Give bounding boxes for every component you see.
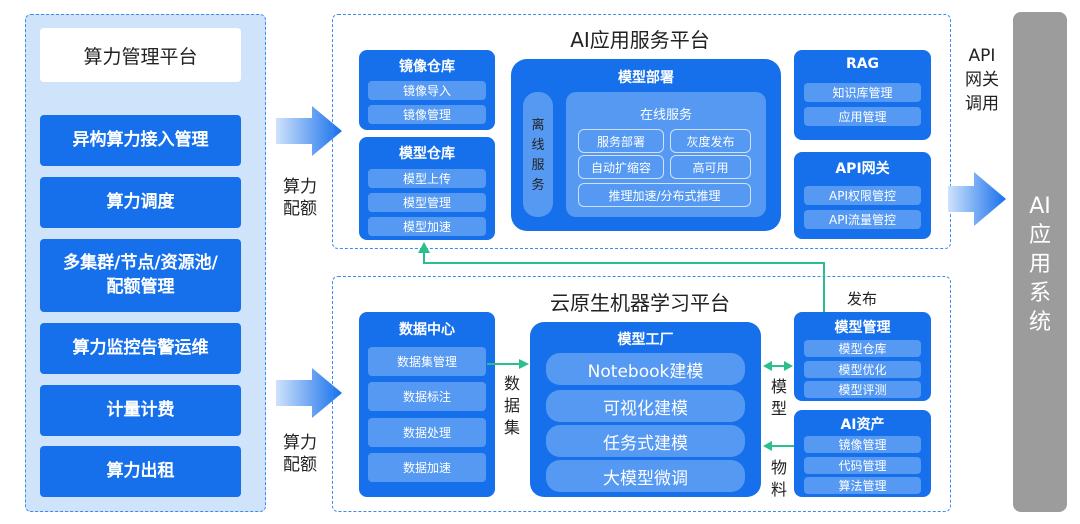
publish-connector — [423, 252, 825, 312]
rag-card: RAG 知识库管理 应用管理 — [794, 50, 931, 140]
model-repository-item[interactable]: 模型仓库 — [804, 340, 921, 357]
cluster-node-quota-button[interactable]: 多集群/节点/资源池/配额管理 — [40, 239, 241, 312]
api-gateway-call-label: API网关调用 — [962, 44, 1002, 116]
image-import-item[interactable]: 镜像导入 — [368, 81, 486, 100]
api-permission-item[interactable]: API权限管控 — [804, 186, 921, 205]
dataset-management-item[interactable]: 数据集管理 — [368, 347, 486, 376]
compute-scheduling-button[interactable]: 算力调度 — [40, 177, 241, 228]
model-repo-title: 模型仓库 — [399, 146, 455, 162]
image-management-item[interactable]: 镜像管理 — [368, 105, 486, 124]
image-repo-title: 镜像仓库 — [399, 59, 455, 75]
service-deploy-pill[interactable]: 服务部署 — [578, 129, 664, 153]
ai-assets-title: AI资产 — [840, 417, 885, 433]
image-mgmt-item[interactable]: 镜像管理 — [804, 436, 921, 453]
online-service-title: 在线服务 — [639, 108, 692, 123]
app-management-item[interactable]: 应用管理 — [804, 107, 921, 126]
knowledge-base-item[interactable]: 知识库管理 — [804, 83, 921, 102]
arrow-right-icon — [276, 106, 342, 156]
model-management-item[interactable]: 模型管理 — [368, 193, 486, 212]
ml-platform-panel — [332, 276, 951, 512]
data-processing-item[interactable]: 数据处理 — [368, 418, 486, 447]
compute-monitoring-button[interactable]: 算力监控告警运维 — [40, 323, 241, 374]
data-center-card: 数据中心 数据集管理 数据标注 数据处理 数据加速 — [359, 312, 495, 497]
arrow-right-icon — [276, 368, 342, 418]
notebook-modeling-item[interactable]: Notebook建模 — [546, 353, 745, 385]
model-optimization-item[interactable]: 模型优化 — [804, 361, 921, 378]
ai-application-system-label: AI应用系统 — [1028, 194, 1051, 335]
data-annotation-item[interactable]: 数据标注 — [368, 382, 486, 411]
ai-application-system — [1013, 12, 1067, 512]
inference-acceleration-pill[interactable]: 推理加速/分布式推理 — [578, 183, 751, 207]
model-acceleration-item[interactable]: 模型加速 — [368, 217, 486, 236]
model-factory-card: 模型工厂 Notebook建模 可视化建模 任务式建模 大模型微调 — [530, 322, 761, 497]
ml-platform-title: 云原生机器学习平台 — [550, 291, 730, 315]
api-gateway-call-text: API网关调用 — [965, 46, 999, 114]
autoscaling-pill[interactable]: 自动扩缩容 — [578, 155, 664, 179]
api-traffic-item[interactable]: API流量管控 — [804, 210, 921, 229]
image-repo-card: 镜像仓库 镜像导入 镜像管理 — [359, 50, 495, 130]
visual-modeling-item[interactable]: 可视化建模 — [546, 390, 745, 422]
arrow-right-icon — [784, 361, 793, 371]
model-mgmt-card: 模型管理 模型仓库 模型优化 模型评测 — [794, 312, 931, 401]
model-repo-card: 模型仓库 模型上传 模型管理 模型加速 — [359, 137, 495, 240]
arrow-up-icon — [418, 242, 430, 253]
ai-service-platform-title: AI应用服务平台 — [570, 28, 710, 52]
model-deploy-title: 模型部署 — [618, 70, 674, 86]
high-availability-pill[interactable]: 高可用 — [670, 155, 751, 179]
arrow-left-icon — [763, 441, 772, 451]
heterogeneous-compute-access-button[interactable]: 异构算力接入管理 — [40, 115, 241, 166]
model-upload-item[interactable]: 模型上传 — [368, 169, 486, 188]
arrow-left-icon — [763, 361, 772, 371]
model-factory-title: 模型工厂 — [617, 332, 674, 348]
llm-finetune-item[interactable]: 大模型微调 — [546, 460, 745, 492]
compute-rental-button[interactable]: 算力出租 — [40, 446, 241, 497]
model-mgmt-title: 模型管理 — [834, 320, 891, 336]
algorithm-mgmt-item[interactable]: 算法管理 — [804, 477, 921, 494]
dataset-label: 数据集 — [503, 374, 520, 437]
compute-management-title: 算力管理平台 — [40, 28, 241, 82]
ai-service-platform-panel — [332, 14, 951, 249]
task-modeling-item[interactable]: 任务式建模 — [546, 425, 745, 457]
offline-service-label: 离线服务 — [531, 118, 545, 193]
arrow-right-icon — [519, 359, 529, 369]
arrow-right-icon — [948, 172, 1006, 226]
data-acceleration-item[interactable]: 数据加速 — [368, 453, 486, 482]
code-mgmt-item[interactable]: 代码管理 — [804, 457, 921, 474]
model-deploy-card: 模型部署 离线服务 在线服务 服务部署 灰度发布 自动扩缩容 高可用 推理加速/… — [511, 59, 781, 231]
publish-label: 发布 — [846, 290, 877, 308]
offline-service-block[interactable] — [523, 92, 553, 217]
api-gateway-title: API网关 — [835, 161, 890, 177]
model-evaluation-item[interactable]: 模型评测 — [804, 381, 921, 398]
materials-label: 物料 — [770, 458, 787, 499]
online-service-block — [566, 92, 766, 217]
rag-title: RAG — [845, 56, 880, 72]
metering-billing-button[interactable]: 计量计费 — [40, 385, 241, 436]
model-label: 模型 — [770, 377, 787, 418]
api-gateway-card: API网关 API权限管控 API流量管控 — [794, 152, 931, 239]
quota-label-bottom: 算力配额 — [283, 433, 317, 475]
gray-release-pill[interactable]: 灰度发布 — [670, 129, 751, 153]
data-center-title: 数据中心 — [399, 322, 455, 338]
ai-assets-card: AI资产 镜像管理 代码管理 算法管理 — [794, 410, 931, 497]
quota-label-top: 算力配额 — [283, 177, 317, 219]
cluster-node-quota-label: 多集群/节点/资源池/配额管理 — [63, 252, 218, 297]
